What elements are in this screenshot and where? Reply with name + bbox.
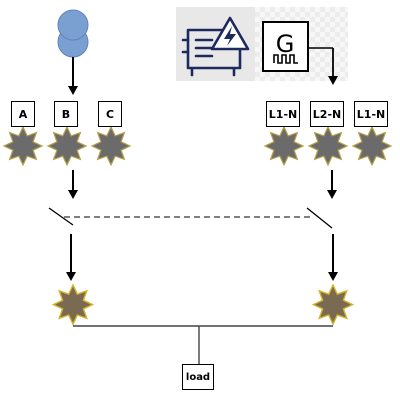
phase-l2n-star	[307, 125, 349, 167]
right-output-arrow	[328, 234, 338, 281]
right-output-star	[311, 283, 355, 326]
phase-label-a: A	[11, 101, 35, 127]
phase-label-l2n: L2-N	[310, 101, 344, 127]
utility-feed-arrow	[68, 57, 78, 95]
right-switch-blade	[306, 207, 333, 229]
phase-c-star	[90, 125, 132, 167]
phase-label-l1n-1: L1-N	[266, 101, 300, 127]
transformer-icon	[57, 9, 89, 58]
left-output-star	[51, 283, 95, 326]
phase-a-star	[2, 125, 44, 167]
warning-triangle-icon	[210, 16, 250, 51]
phase-label-l1n-2: L1-N	[354, 101, 388, 127]
generator-letter: G	[276, 30, 295, 58]
phase-label-b: B	[54, 101, 78, 127]
phase-label-c: C	[98, 101, 122, 127]
right-switch-arrow	[327, 170, 337, 199]
phase-l1n-star-2	[351, 125, 393, 167]
phase-l1n-star-1	[263, 125, 305, 167]
left-switch-arrow	[68, 170, 78, 199]
generator-feed-arrow	[308, 47, 338, 85]
left-output-arrow	[66, 234, 76, 281]
phase-b-star	[46, 125, 88, 167]
left-switch-blade	[48, 207, 74, 226]
right-phase-stars	[263, 125, 393, 167]
transformer-primary-circle	[57, 9, 89, 41]
load-label: load	[182, 364, 214, 390]
left-phase-stars	[2, 125, 132, 167]
generator-symbol	[262, 21, 309, 72]
